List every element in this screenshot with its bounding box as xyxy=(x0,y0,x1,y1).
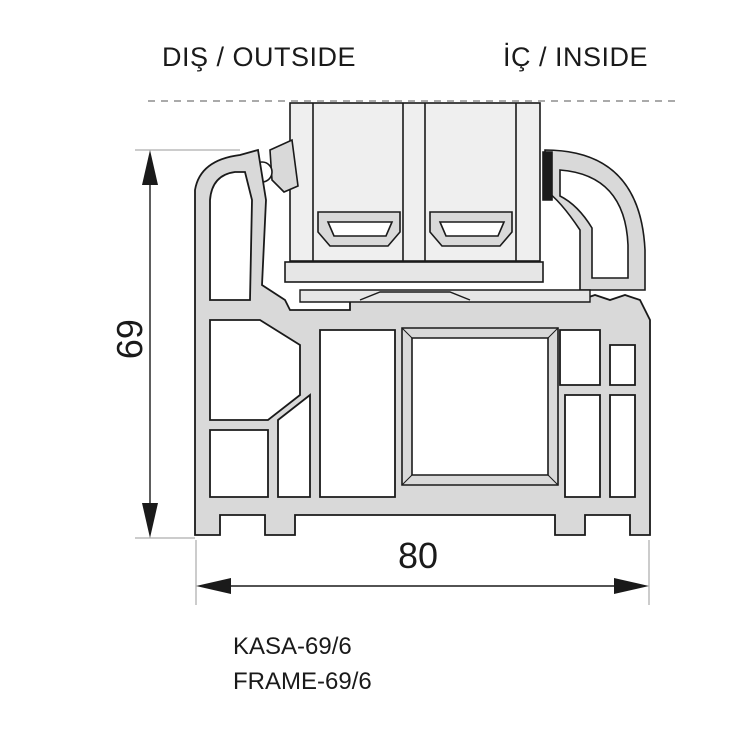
product-code-en: FRAME-69/6 xyxy=(233,668,372,695)
height-dimension-value: 69 xyxy=(109,318,150,360)
glass-unit xyxy=(284,102,544,283)
width-dimension-value: 80 xyxy=(398,535,439,576)
height-dimension xyxy=(135,149,240,539)
setting-block-clip xyxy=(359,291,471,301)
setting-block xyxy=(299,289,591,303)
glazing-bead xyxy=(542,149,646,291)
outside-label: DIŞ / OUTSIDE xyxy=(162,42,357,72)
steel-reinforcement xyxy=(401,327,559,486)
width-dimension xyxy=(195,540,650,605)
product-code-tr: KASA-69/6 xyxy=(233,633,352,660)
inside-label: İÇ / INSIDE xyxy=(503,42,649,72)
